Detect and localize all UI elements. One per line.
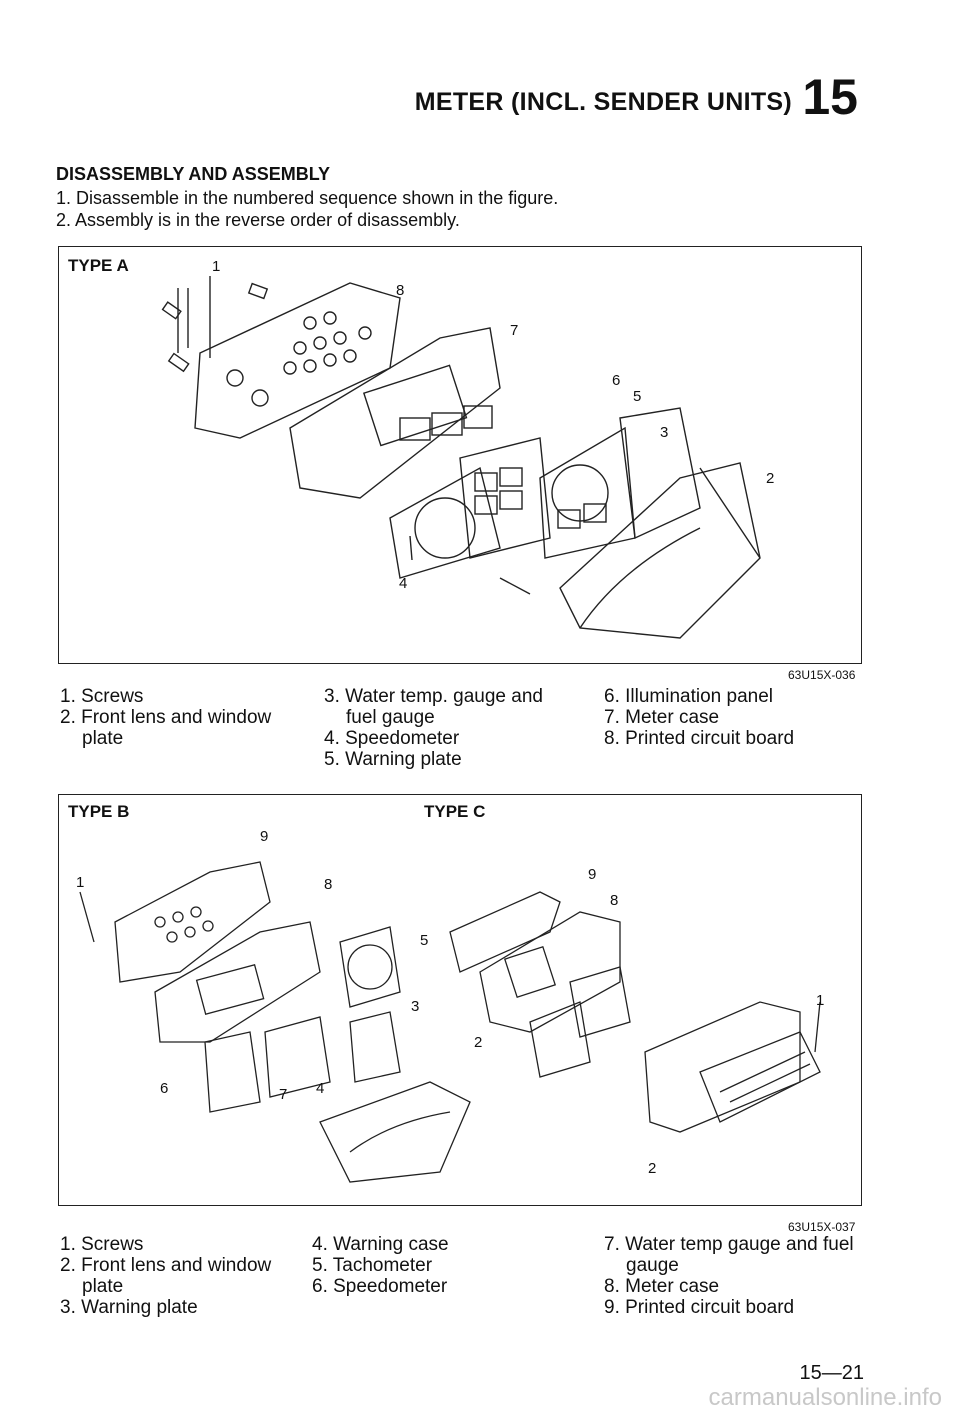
legend-item: 5. Tachometer	[312, 1255, 433, 1276]
figure-type-bc-frame	[58, 794, 862, 1206]
legend-item: 8. Printed circuit board	[604, 728, 795, 749]
callout-b-9: 9	[260, 828, 269, 845]
callout-c-1: 1	[816, 992, 825, 1009]
callout-b-3: 3	[411, 998, 420, 1015]
callout-b-6: 6	[160, 1080, 169, 1097]
legend-item: 1. Screws	[60, 686, 144, 707]
legend-item: 1. Screws	[60, 1234, 144, 1255]
legend-item-cont: plate	[82, 728, 124, 749]
legend-item-cont: gauge	[626, 1255, 679, 1276]
callout-a-3: 3	[660, 424, 669, 441]
callout-a-6: 6	[612, 372, 621, 389]
callout-b-2: 2	[474, 1034, 483, 1051]
legend-a-col3: 6. Illumination panel 7. Meter case 8. P…	[604, 686, 794, 749]
watermark-text: carmanualsonline.info	[708, 1384, 942, 1411]
legend-item: 6. Speedometer	[312, 1276, 448, 1297]
legend-a-col1: 1. Screws 2. Front lens and window plate	[60, 686, 271, 749]
callout-b-7: 7	[279, 1086, 288, 1103]
callout-a-7: 7	[510, 322, 519, 339]
figure-bc-code: 63U15X-037	[788, 1220, 856, 1234]
page-number: 15—21	[799, 1362, 865, 1384]
callout-a-1: 1	[212, 258, 221, 275]
callout-a-2: 2	[766, 470, 775, 487]
callout-b-4: 4	[316, 1080, 325, 1097]
legend-bc-col3: 7. Water temp gauge and fuel gauge 8. Me…	[604, 1234, 854, 1318]
callout-c-9: 9	[588, 866, 597, 883]
figure-type-b-label: TYPE B	[68, 802, 130, 821]
callout-c-2: 2	[648, 1160, 657, 1177]
callout-b-5: 5	[420, 932, 429, 949]
legend-item: 4. Warning case	[312, 1234, 449, 1255]
step-2: 2. Assembly is in the reverse order of d…	[56, 210, 460, 230]
legend-item: 9. Printed circuit board	[604, 1297, 795, 1318]
legend-item: 2. Front lens and window	[60, 1255, 272, 1276]
chapter-number: 15	[802, 69, 858, 125]
legend-bc-col1: 1. Screws 2. Front lens and window plate…	[60, 1234, 271, 1318]
callout-a-4: 4	[399, 575, 408, 592]
legend-item: 6. Illumination panel	[604, 686, 773, 707]
chapter-title: METER (INCL. SENDER UNITS)	[414, 88, 792, 116]
step-1: 1. Disassemble in the numbered sequence …	[56, 188, 559, 208]
legend-bc-col2: 4. Warning case 5. Tachometer 6. Speedom…	[312, 1234, 449, 1297]
figure-a-code: 63U15X-036	[788, 668, 856, 682]
section-title: DISASSEMBLY AND ASSEMBLY	[56, 164, 331, 184]
figure-type-a-frame	[58, 246, 862, 664]
legend-item-cont: fuel gauge	[346, 707, 435, 728]
figure-type-a-drawing	[161, 276, 761, 639]
legend-item: 5. Warning plate	[324, 749, 462, 770]
legend-item: 4. Speedometer	[324, 728, 460, 749]
legend-item: 7. Meter case	[604, 707, 720, 728]
callout-c-8: 8	[610, 892, 619, 909]
callout-b-1: 1	[76, 874, 85, 891]
callout-a-5: 5	[633, 388, 642, 405]
legend-item: 7. Water temp gauge and fuel	[604, 1234, 854, 1255]
figure-type-c-label: TYPE C	[424, 802, 486, 821]
callout-b-8: 8	[324, 876, 333, 893]
legend-item-cont: plate	[82, 1276, 124, 1297]
legend-item: 2. Front lens and window	[60, 707, 272, 728]
callout-a-8: 8	[396, 282, 405, 299]
figure-type-bc-drawing	[79, 861, 821, 1183]
legend-item: 8. Meter case	[604, 1276, 720, 1297]
legend-item: 3. Water temp. gauge and	[324, 686, 543, 707]
legend-item: 3. Warning plate	[60, 1297, 198, 1318]
legend-a-col2: 3. Water temp. gauge and fuel gauge 4. S…	[324, 686, 543, 770]
figure-type-a-label: TYPE A	[68, 256, 129, 275]
